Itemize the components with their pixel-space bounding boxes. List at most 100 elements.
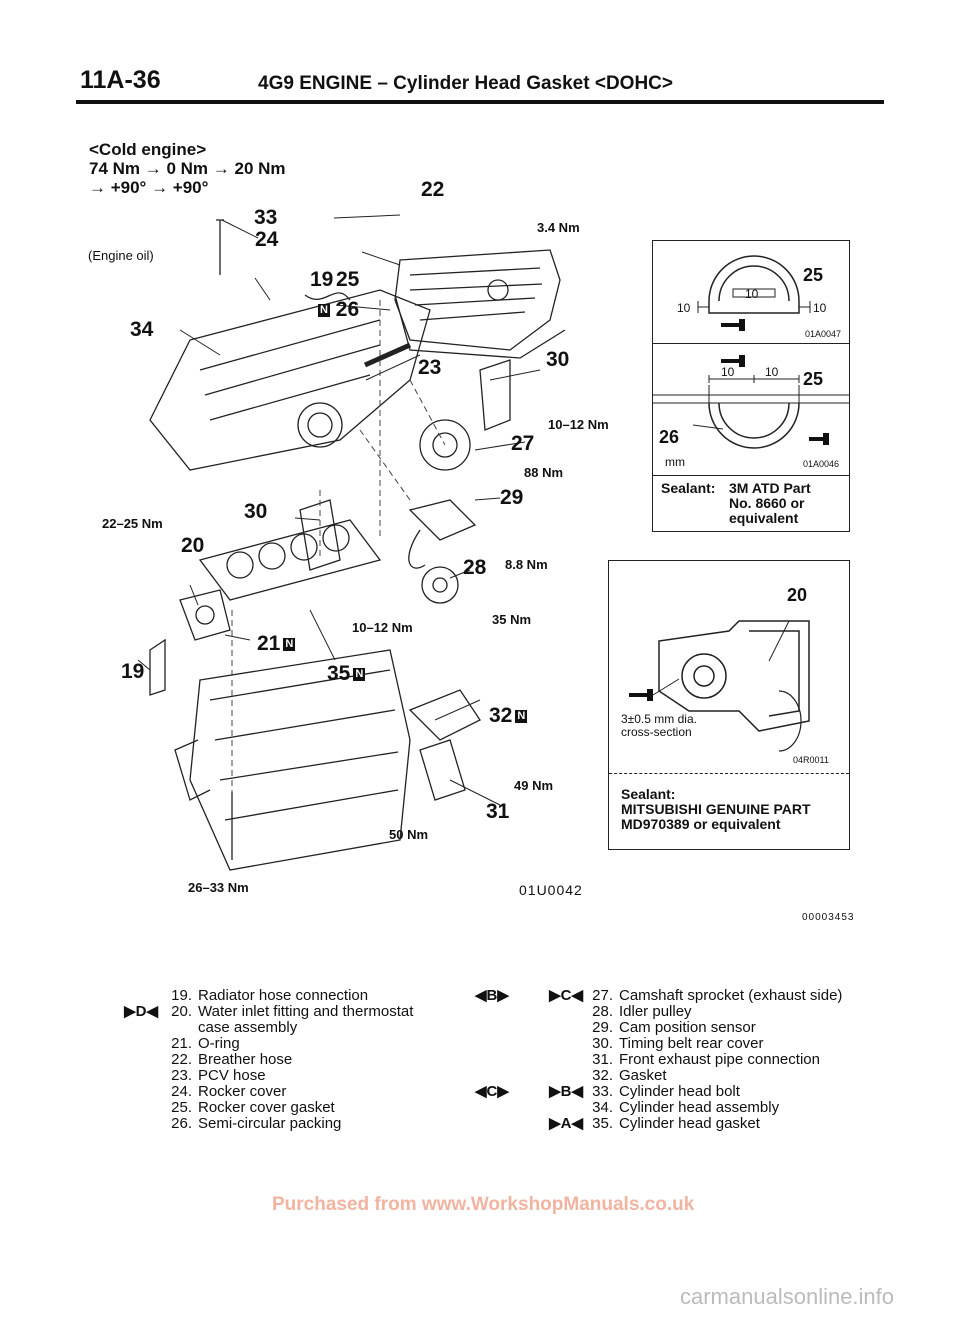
callout-34: 34 xyxy=(130,318,154,341)
legend-number: 30. xyxy=(592,1035,613,1052)
legend-item: ◀B▶▶C◀27.Camshaft sprocket (exhaust side… xyxy=(475,988,842,1004)
callout-33: 33 xyxy=(254,206,278,229)
torque-label: 49 Nm xyxy=(514,778,554,793)
new-part-mark: N xyxy=(283,637,296,651)
legend-text: Semi-circular packing xyxy=(198,1115,342,1132)
legend-text: Timing belt rear cover xyxy=(619,1035,764,1052)
image-code-a: 01A0047 xyxy=(805,329,842,339)
legend-number: 28. xyxy=(592,1003,613,1020)
callout-28: 28 xyxy=(463,556,487,579)
torque-label: 26–33 Nm xyxy=(188,880,249,895)
bead-dia-line-1: 3±0.5 mm dia. xyxy=(621,712,697,726)
legend-text: PCV hose xyxy=(198,1067,266,1084)
inlet-callout-20: 20 xyxy=(787,585,808,605)
footer-watermark: Purchased from www.WorkshopManuals.co.uk xyxy=(272,1194,695,1215)
new-part-mark: N xyxy=(318,303,330,317)
image-code-b: 01A0046 xyxy=(803,459,840,469)
callout-23: 23 xyxy=(418,356,442,379)
legend-text: Water inlet fitting and thermostat xyxy=(198,1003,414,1020)
packing-diagram-bottom xyxy=(653,355,849,449)
callout-19-upper: 19 xyxy=(310,268,334,291)
semi-circular-packing-detail-box: 25 10 10 10 01A0047 10 10 25 26 mm 01A00… xyxy=(652,240,850,532)
torque-label: 3.4 Nm xyxy=(537,220,580,235)
legend-item: 32.Gasket xyxy=(475,1068,842,1084)
legend-item: 21. O-ring xyxy=(120,1036,413,1052)
legend-text: O-ring xyxy=(198,1035,240,1052)
torque-label: 10–12 Nm xyxy=(548,417,609,432)
figure-code: 01U0042 xyxy=(519,882,583,898)
sealant-line-1: 3M ATD Part xyxy=(729,480,811,496)
callout-30-lower: 30 xyxy=(244,500,268,523)
legend-text: Cam position sensor xyxy=(619,1019,756,1036)
water-inlet-sealant-box: 20 3±0.5 mm dia. cross-section 04R0011 S… xyxy=(608,560,850,850)
legend-number: 29. xyxy=(592,1019,613,1036)
legend-text: Cylinder head gasket xyxy=(619,1115,760,1132)
legend-text: Radiator hose connection xyxy=(198,987,369,1004)
sealant-spec-1: Sealant: 3M ATD Part No. 8660 or equival… xyxy=(661,481,811,526)
tightening-line-3: → +90° → +90° xyxy=(89,178,209,197)
legend-number: 21. xyxy=(171,1035,192,1052)
dim-10-mid: 10 xyxy=(745,287,759,301)
unit-mm: mm xyxy=(665,455,685,469)
legend-text: Rocker cover gasket xyxy=(198,1099,335,1116)
torque-label: 8.8 Nm xyxy=(505,557,548,572)
service-ref-mark: ▶A◀ xyxy=(549,1115,583,1132)
legend-item: ◀C▶ ▶B◀ 33. Cylinder head bolt xyxy=(475,1084,842,1100)
callout-27: 27 xyxy=(511,432,535,455)
legend-item: 23. PCV hose xyxy=(120,1068,413,1084)
legend-item: ▶D◀20.Water inlet fitting and thermostat xyxy=(120,1004,413,1020)
legend-number: 33. xyxy=(592,1083,613,1100)
sealant-2-line-2: MD970389 or equivalent xyxy=(621,816,781,832)
sealant-line-2: No. 8660 or xyxy=(729,495,805,511)
service-ref-mark: ▶B◀ xyxy=(549,1083,583,1100)
bead-dia-label: 3±0.5 mm dia. cross-section xyxy=(621,713,697,739)
service-ref-mark: ◀C▶ xyxy=(475,1083,509,1100)
callout-24: 24 xyxy=(255,228,279,251)
service-ref-mark: ◀B▶ xyxy=(475,987,509,1004)
callout-22: 22 xyxy=(421,178,445,201)
parts-legend-left: 19.Radiator hose connection▶D◀20.Water i… xyxy=(120,988,413,1132)
legend-number: 35. xyxy=(592,1115,613,1132)
sealant-label-2: Sealant: xyxy=(621,786,676,802)
legend-item: ▶A◀ 35. Cylinder head gasket xyxy=(475,1116,842,1132)
legend-text: Rocker cover xyxy=(198,1083,287,1100)
legend-number: 34. xyxy=(592,1099,613,1116)
callout-31: 31 xyxy=(486,800,510,823)
tightening-line-2: 74 Nm → 0 Nm → 20 Nm xyxy=(89,159,286,178)
legend-text: Front exhaust pipe connection xyxy=(619,1051,820,1068)
legend-item: 34. Cylinder head assembly xyxy=(475,1100,842,1116)
page-title: 4G9 ENGINE – Cylinder Head Gasket <DOHC> xyxy=(258,73,673,94)
new-part-mark: N xyxy=(353,667,366,681)
page-number: 11A-36 xyxy=(80,66,161,94)
legend-item: 24.Rocker cover xyxy=(120,1084,413,1100)
legend-item: 26.Semi-circular packing xyxy=(120,1116,413,1132)
legend-number: 31. xyxy=(592,1051,613,1068)
packing-callout-25-top: 25 xyxy=(803,265,824,285)
legend-item: 28.Idler pulley xyxy=(475,1004,842,1020)
legend-number: 25. xyxy=(171,1099,192,1116)
callout-19-lower: 19 xyxy=(121,660,145,683)
parts-legend-right: ◀B▶▶C◀27.Camshaft sprocket (exhaust side… xyxy=(475,988,842,1132)
box-divider xyxy=(653,343,849,344)
packing-diagram-top xyxy=(697,255,811,331)
exploded-engine-diagram xyxy=(137,214,566,871)
legend-number: 27. xyxy=(592,987,613,1004)
legend-text: case assembly xyxy=(198,1019,298,1036)
service-ref-mark: ▶D◀ xyxy=(124,1003,158,1020)
dim-10-left: 10 xyxy=(677,301,691,315)
legend-text: Cylinder head assembly xyxy=(619,1099,780,1116)
dim-10-bottom-right: 10 xyxy=(765,365,779,379)
new-part-mark: N xyxy=(515,709,528,723)
legend-number: 23. xyxy=(171,1067,192,1084)
legend-text: Cylinder head bolt xyxy=(619,1083,740,1100)
water-inlet-diagram xyxy=(629,620,810,752)
header-rule xyxy=(76,100,884,104)
torque-label: 22–25 Nm xyxy=(102,516,163,531)
legend-text: Camshaft sprocket (exhaust side) xyxy=(619,987,843,1004)
torque-label: 10–12 Nm xyxy=(352,620,413,635)
dim-10-right: 10 xyxy=(813,301,827,315)
legend-item: 22.Breather hose xyxy=(120,1052,413,1068)
sealant-2-line-1: MITSUBISHI GENUINE PART xyxy=(621,801,811,817)
